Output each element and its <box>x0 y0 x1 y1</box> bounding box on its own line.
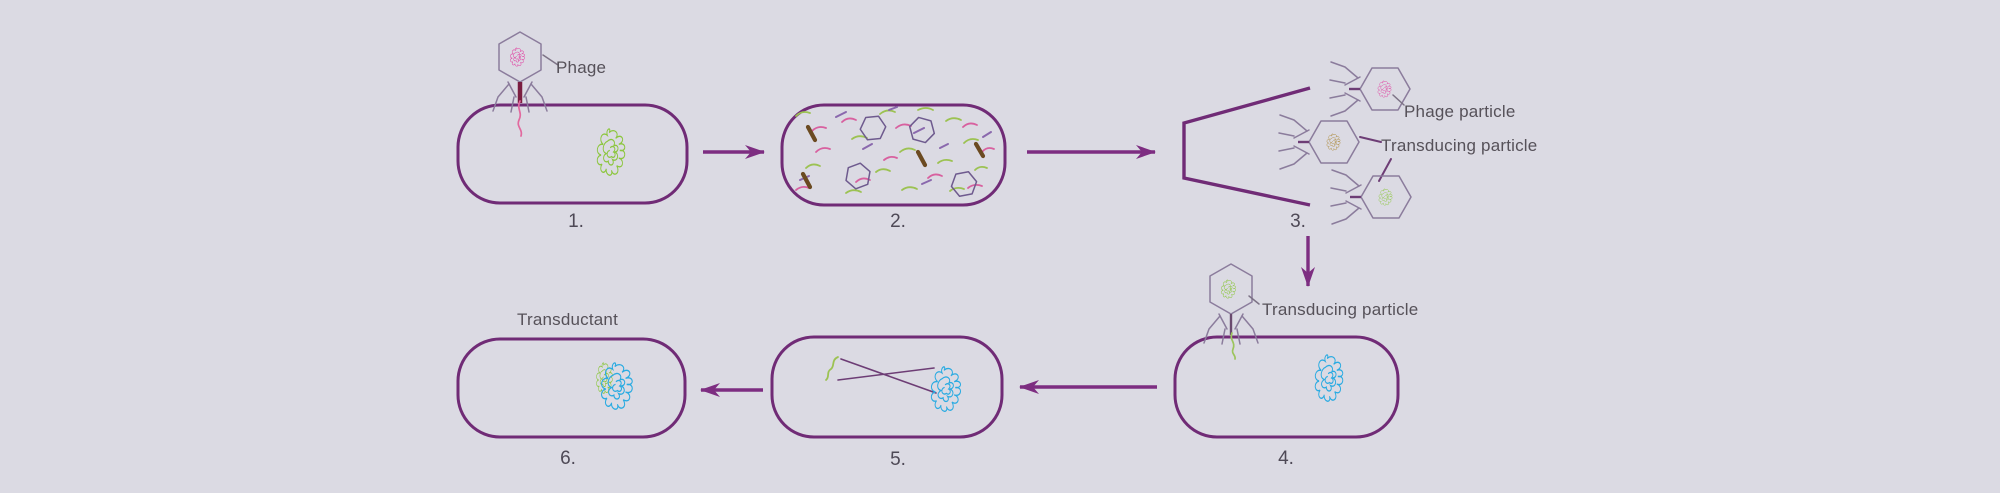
transducing-phage-icon <box>1203 263 1259 360</box>
step-5-recombination <box>770 335 1004 439</box>
lysing-cell-icon <box>780 103 1007 207</box>
transducing-particle-leader-line-2 <box>1378 158 1392 182</box>
transducing-particle-label: Transducing particle <box>1381 136 1538 155</box>
step-number-5: 5. <box>890 449 906 470</box>
phage-particle-leader-line <box>1392 94 1405 106</box>
step-4-transduction-infection <box>1173 263 1400 439</box>
phage-icon <box>492 31 548 137</box>
step-1-infection <box>456 31 689 205</box>
step-number-4: 4. <box>1278 448 1294 469</box>
phage-label: Phage <box>556 58 607 77</box>
donor-dna-tangle-icon <box>596 128 626 176</box>
transductant-dna-tangle-icon <box>600 362 633 410</box>
transducing-particle-step4-leader-line <box>1248 295 1260 305</box>
transducing-particle-step4-label: Transducing particle <box>1262 300 1419 319</box>
lysed-cell-contents-icon <box>795 106 995 201</box>
transducing-particle-leader-line <box>1359 136 1382 143</box>
recipient-dna-tangle-icon <box>1314 354 1344 402</box>
crossover-line-icon <box>837 367 935 381</box>
phage-leader-line <box>542 54 559 66</box>
step-number-2: 2. <box>890 211 906 232</box>
phage-particle-icon <box>1329 61 1411 117</box>
donor-dna-fragment-icon <box>825 356 839 381</box>
step-number-1: 1. <box>568 211 584 232</box>
phage-particle-label: Phage particle <box>1404 102 1516 121</box>
step-3-phage-burst <box>1182 61 1412 225</box>
transducing-particle-icon <box>1278 114 1360 170</box>
transductant-cell-icon <box>456 337 687 439</box>
recipient-cell-icon <box>1173 335 1400 439</box>
recipient-dna-tangle-icon <box>930 366 962 412</box>
step-2-lysis <box>780 103 1007 207</box>
step-6-transductant <box>456 337 687 439</box>
fork-bracket-icon <box>1182 86 1311 207</box>
transducing-particle-green-icon <box>1330 169 1412 225</box>
crossover-line-icon <box>840 358 937 394</box>
recombining-cell-icon <box>770 335 1004 439</box>
transductant-label: Transductant <box>517 310 618 329</box>
step-number-3: 3. <box>1290 211 1306 232</box>
step-number-6: 6. <box>560 448 576 469</box>
bacterial-cell-icon <box>456 103 689 205</box>
